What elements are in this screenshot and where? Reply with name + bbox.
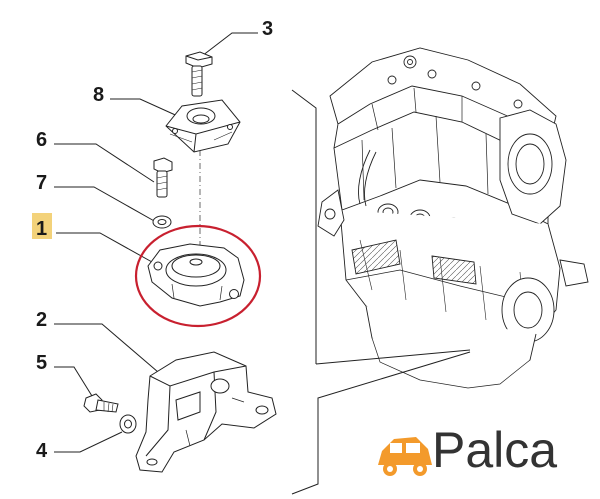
callout-8-label: 8 xyxy=(93,84,104,106)
engine-block-drawing xyxy=(317,47,589,389)
callout-3-label: 3 xyxy=(262,18,273,40)
callout-5: 5 xyxy=(36,352,93,397)
washer-part-7 xyxy=(152,215,172,229)
callout-1: 1 xyxy=(36,218,153,263)
callout-3: 3 xyxy=(201,18,273,57)
callout-4: 4 xyxy=(36,431,123,462)
callout-6: 6 xyxy=(36,129,155,183)
lower-bracket-part-2 xyxy=(135,351,277,473)
callout-1-label: 1 xyxy=(36,218,47,240)
brand-name: Palca xyxy=(432,422,558,478)
washer-part-4 xyxy=(119,414,137,434)
callout-5-label: 5 xyxy=(36,352,47,374)
highlight-circle xyxy=(134,224,262,328)
upper-cap-part-8 xyxy=(165,99,241,153)
engine-mount-part-1 xyxy=(147,243,245,307)
bolt-part-5 xyxy=(83,393,119,413)
callout-8: 8 xyxy=(93,84,183,119)
assembly-guide-lines xyxy=(291,89,471,495)
car-icon xyxy=(378,437,432,476)
highlighted-callout-background xyxy=(32,213,52,239)
bolt-part-6 xyxy=(153,157,173,198)
callout-7: 7 xyxy=(36,172,157,223)
callout-2-label: 2 xyxy=(36,309,47,331)
callout-4-label: 4 xyxy=(36,440,48,462)
bolt-part-3 xyxy=(185,51,213,97)
callout-7-label: 7 xyxy=(36,172,47,194)
palca-logo xyxy=(378,437,432,476)
callout-6-label: 6 xyxy=(36,129,47,151)
callout-2: 2 xyxy=(36,309,159,373)
